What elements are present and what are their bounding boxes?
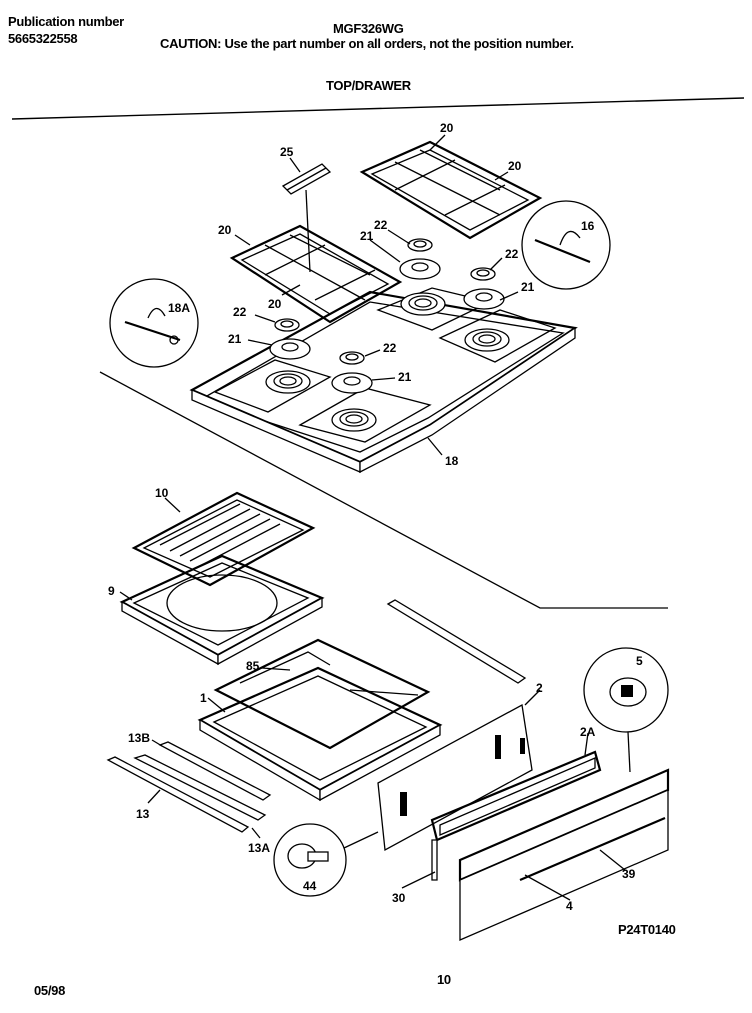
detail-44-roller xyxy=(273,823,379,897)
callout-18a: 18A xyxy=(168,301,190,315)
burner-rear-right xyxy=(464,328,510,352)
callout-13b: 13B xyxy=(128,731,150,745)
drawer-rail-top xyxy=(386,599,527,684)
page-number: 10 xyxy=(437,972,451,987)
callout-25: 25 xyxy=(280,145,294,159)
callout-18: 18 xyxy=(445,454,459,468)
publication-number-label: Publication number xyxy=(8,14,124,29)
burner-cap-22-a xyxy=(274,318,300,332)
burner-head-21-c xyxy=(399,258,441,280)
callout-30: 30 xyxy=(392,891,406,905)
burner-front-left xyxy=(265,370,311,394)
caution-notice: CAUTION: Use the part number on all orde… xyxy=(160,36,574,51)
callout-13a: 13A xyxy=(248,841,270,855)
burner-cap-22-d xyxy=(470,267,496,281)
drawer-glides-13 xyxy=(106,741,272,833)
grate-20-rear xyxy=(359,140,543,240)
burner-head-21-a xyxy=(269,338,311,360)
callout-22-b: 22 xyxy=(505,247,519,261)
callout-13: 13 xyxy=(136,807,150,821)
callout-21-a: 21 xyxy=(360,229,374,243)
callout-4: 4 xyxy=(566,899,573,913)
drawer-panel-4 xyxy=(458,768,670,941)
callout-44: 44 xyxy=(303,879,317,893)
callout-10: 10 xyxy=(155,486,169,500)
callout-20-rear: 20 xyxy=(440,121,454,135)
detail-16-bracket xyxy=(521,200,611,290)
burner-cap-22-b xyxy=(339,351,365,365)
revision-date: 05/98 xyxy=(34,983,66,998)
callout-20-right: 20 xyxy=(508,159,522,173)
callout-9: 9 xyxy=(108,584,115,598)
figure-code: P24T0140 xyxy=(618,922,676,937)
burner-cap-22-c xyxy=(407,238,433,252)
burner-front-right xyxy=(331,408,377,432)
detail-18a-bracket xyxy=(109,278,199,368)
cooktop-top-18 xyxy=(189,287,578,474)
burner-head-21-d xyxy=(463,288,505,310)
drawer-side-panel-2 xyxy=(377,703,533,852)
detail-5-knob xyxy=(583,647,669,773)
callout-20-left: 20 xyxy=(218,223,232,237)
callout-22-d: 22 xyxy=(383,341,397,355)
callout-22-a: 22 xyxy=(374,218,388,232)
model-number: MGF326WG xyxy=(333,21,404,36)
drawer-rack-85 xyxy=(213,638,431,750)
burner-head-21-b xyxy=(331,372,373,394)
broiler-pan-insert-10 xyxy=(131,491,316,587)
callout-85: 85 xyxy=(246,659,260,673)
callout-21-d: 21 xyxy=(398,370,412,384)
leader-lines xyxy=(119,134,626,901)
publication-number-value: 5665322558 xyxy=(8,31,78,46)
callout-22-c: 22 xyxy=(233,305,247,319)
header-rule xyxy=(11,97,745,120)
callout-21-b: 21 xyxy=(521,280,535,294)
drawer-body-1 xyxy=(197,666,443,802)
callout-1: 1 xyxy=(200,691,207,705)
section-title: TOP/DRAWER xyxy=(326,78,411,93)
burner-rear-left xyxy=(400,292,446,316)
callout-20-mid: 20 xyxy=(268,297,282,311)
callout-39: 39 xyxy=(622,867,636,881)
callout-2a: 2A xyxy=(580,725,596,739)
broiler-pan-9 xyxy=(119,554,325,666)
callout-21-c: 21 xyxy=(228,332,242,346)
grate-20-front xyxy=(229,224,403,324)
callout-2: 2 xyxy=(536,681,543,695)
callout-16: 16 xyxy=(581,219,595,233)
callout-5: 5 xyxy=(636,654,643,668)
section-divider-line xyxy=(99,371,668,609)
part-25-trim xyxy=(281,163,332,273)
drawer-front-30 xyxy=(430,750,602,881)
